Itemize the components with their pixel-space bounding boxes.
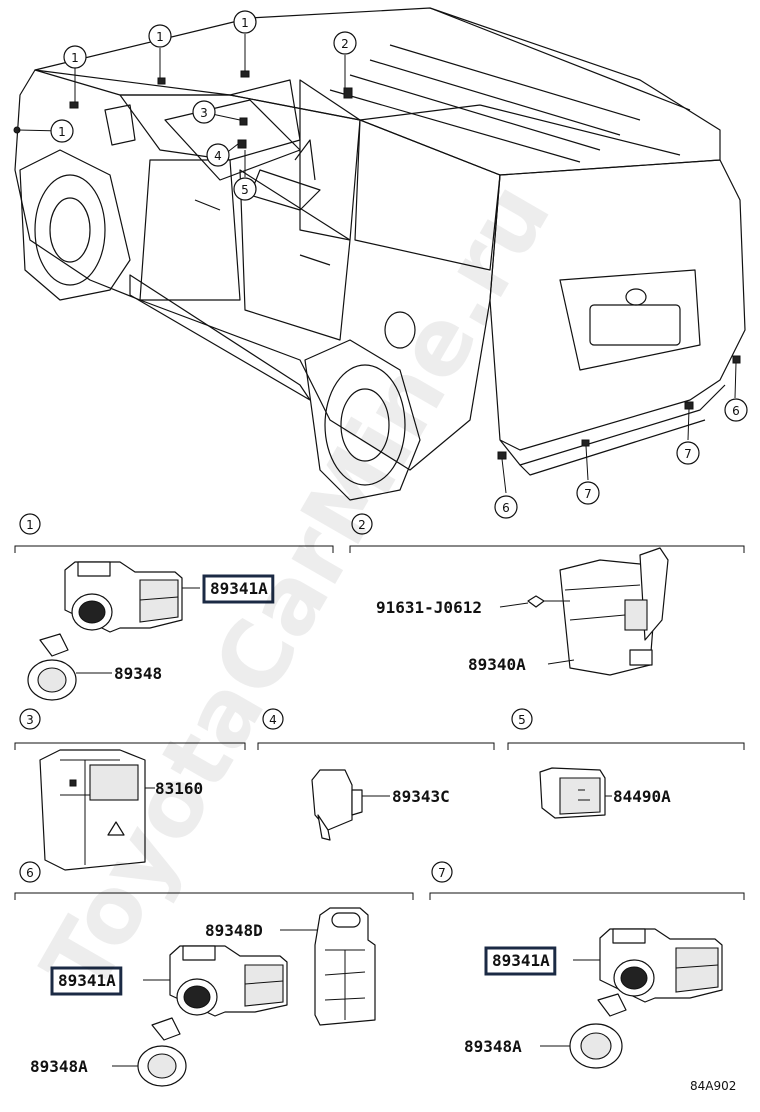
section-7-number-label: 7: [438, 866, 446, 880]
part-number-83160: 83160: [155, 779, 203, 798]
section-1-number-circle: [19, 513, 41, 535]
section-3-number: 3: [19, 708, 41, 730]
diagram-code: 84A902: [690, 1079, 736, 1093]
overview-callout-4-label: 1: [58, 125, 66, 139]
overview-callout-8-label: 5: [241, 183, 249, 197]
overview-callout-9: 6: [724, 398, 748, 422]
overview-callout-7-circle: [206, 143, 230, 167]
section-2-number: 2: [351, 513, 373, 535]
overview-callout-12-circle: [576, 481, 600, 505]
highlight-box: [484, 946, 557, 976]
section-1-number-label: 1: [26, 518, 34, 532]
section-3-number-circle: [19, 708, 41, 730]
overview-callout-7-label: 4: [214, 149, 222, 163]
part-number-89341a: 89341A: [210, 579, 268, 598]
overview-callout-8: 5: [233, 177, 257, 201]
highlight-box: [202, 574, 275, 604]
section-5-number-circle: [511, 708, 533, 730]
part-number-89341a: 89341A: [492, 951, 550, 970]
part-number-89348: 89348: [114, 664, 162, 683]
section-4-number-circle: [262, 708, 284, 730]
highlight-box: [50, 966, 123, 996]
overview-callout-2-circle: [148, 24, 172, 48]
vehicle-overview: 1 1 1 1 2 3 4 5 6 6 7 7: [13, 7, 748, 519]
overview-callout-1-circle: [63, 45, 87, 69]
overview-callouts: 1 1 1 1 2 3 4 5 6 6 7 7: [50, 10, 748, 519]
overview-callout-5-label: 2: [341, 37, 349, 51]
overview-callout-11: 7: [676, 441, 700, 465]
section-7-number: 7: [431, 861, 453, 883]
section-7-number-circle: [431, 861, 453, 883]
part-number-89348d: 89348D: [205, 921, 263, 940]
section-6: [14, 892, 414, 1087]
part-number-84490a: 84490A: [613, 787, 671, 806]
overview-callout-5: 2: [333, 31, 357, 55]
section-3: [14, 742, 246, 871]
section-1-number: 1: [19, 513, 41, 535]
section-5-number-label: 5: [518, 713, 526, 727]
section-2: [349, 545, 745, 676]
overview-callout-7: 4: [206, 143, 230, 167]
section-2-number-label: 2: [358, 518, 366, 532]
overview-callout-12-label: 7: [584, 487, 592, 501]
overview-callout-11-label: 7: [684, 447, 692, 461]
overview-callout-1: 1: [63, 45, 87, 69]
overview-callout-3: 1: [233, 10, 257, 34]
overview-callout-10-label: 6: [502, 501, 510, 515]
overview-callout-1-label: 1: [71, 51, 79, 65]
overview-callout-6-label: 3: [200, 106, 208, 120]
overview-callout-4-circle: [50, 119, 74, 143]
part-number-89348a: 89348A: [464, 1037, 522, 1056]
overview-callout-10-circle: [494, 495, 518, 519]
part-number-89340a: 89340A: [468, 655, 526, 674]
section-7: [429, 892, 745, 1069]
part-number-91631-j0612: 91631-J0612: [376, 598, 482, 617]
section-6-number-circle: [19, 861, 41, 883]
overview-callout-6: 3: [192, 100, 216, 124]
overview-callout-2-label: 1: [156, 30, 164, 44]
section-1: [14, 545, 334, 701]
overview-callout-5-circle: [333, 31, 357, 55]
part-number-89343c: 89343C: [392, 787, 450, 806]
section-6-number-label: 6: [26, 866, 34, 880]
overview-callout-11-circle: [676, 441, 700, 465]
overview-callout-4: 1: [50, 119, 74, 143]
part-number-89348a: 89348A: [30, 1057, 88, 1076]
overview-callout-9-circle: [724, 398, 748, 422]
section-2-number-circle: [351, 513, 373, 535]
section-4: [257, 742, 495, 841]
overview-callout-3-circle: [233, 10, 257, 34]
part-number-89341a: 89341A: [58, 971, 116, 990]
overview-callout-3-label: 1: [241, 16, 249, 30]
overview-callout-6-circle: [192, 100, 216, 124]
overview-callout-2: 1: [148, 24, 172, 48]
section-4-number-label: 4: [269, 713, 277, 727]
overview-callout-9-label: 6: [732, 404, 740, 418]
section-labels: 1 89341A 89348 2 91631-J0612 89340A 3 83160 4 893…: [19, 513, 671, 1076]
section-5-number: 5: [511, 708, 533, 730]
section-3-number-label: 3: [26, 713, 34, 727]
section-5: [507, 742, 745, 819]
section-4-number: 4: [262, 708, 284, 730]
overview-callout-10: 6: [494, 495, 518, 519]
overview-callout-8-circle: [233, 177, 257, 201]
overview-callout-12: 7: [576, 481, 600, 505]
section-6-number: 6: [19, 861, 41, 883]
